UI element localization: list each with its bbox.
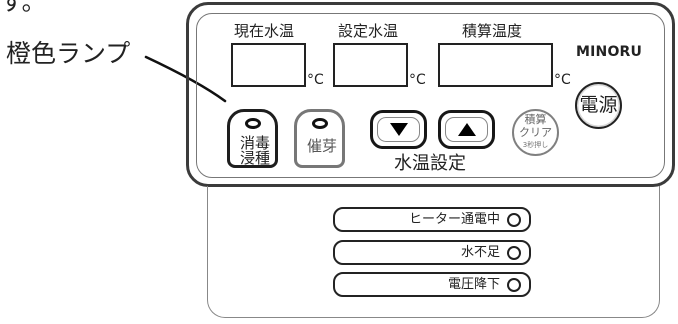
lower-panel-frame bbox=[207, 186, 660, 318]
heater-indicator-lamp bbox=[507, 212, 521, 227]
disinfection-soaking-label: 消毒 浸種 bbox=[239, 134, 270, 168]
water-temp-down-button[interactable] bbox=[370, 110, 427, 149]
brand-logo-text: MINORU bbox=[576, 44, 643, 60]
germination-lamp bbox=[312, 118, 328, 129]
down-arrow-icon bbox=[389, 123, 408, 136]
current-water-temp-label: 現在水温 bbox=[234, 22, 295, 40]
germination-button[interactable]: 催芽 bbox=[294, 109, 345, 168]
cumulative-clear-mid-label: クリア bbox=[519, 126, 552, 139]
device-panel-outer bbox=[186, 2, 675, 187]
cumulative-temp-display bbox=[438, 43, 553, 87]
cumulative-temp-label: 積算温度 bbox=[462, 22, 523, 40]
orange-lamp-callout-label: 橙色ランプ bbox=[6, 39, 131, 68]
orange-lamp bbox=[245, 118, 261, 129]
current-temp-display bbox=[231, 43, 306, 87]
cumulative-clear-button[interactable]: 積算 クリア 3秒押し bbox=[512, 109, 559, 156]
cumulative-clear-top-label: 積算 bbox=[524, 113, 547, 126]
water-temp-setting-label: 水温設定 bbox=[394, 153, 466, 174]
water-temp-up-inner bbox=[445, 117, 488, 142]
indicator-water-shortage: 水不足 bbox=[333, 240, 531, 265]
indicator-water-shortage-label: 水不足 bbox=[460, 245, 500, 260]
current-temp-unit: °C bbox=[307, 72, 324, 88]
up-arrow-icon bbox=[457, 123, 476, 136]
device-panel-inner bbox=[196, 13, 665, 178]
indicator-voltage-drop: 電圧降下 bbox=[333, 272, 531, 297]
water-temp-up-button[interactable] bbox=[438, 110, 495, 149]
indicator-heater-on: ヒーター通電中 bbox=[333, 207, 531, 232]
germination-button-label: 催芽 bbox=[306, 137, 337, 155]
indicator-heater-on-label: ヒーター通電中 bbox=[408, 212, 500, 227]
disinfection-soaking-button[interactable]: 消毒 浸種 bbox=[227, 109, 278, 168]
set-temp-unit: °C bbox=[409, 72, 426, 88]
set-temp-display bbox=[333, 43, 408, 87]
power-button[interactable]: 電源 bbox=[575, 82, 622, 129]
cumulative-temp-unit: °C bbox=[554, 72, 571, 88]
power-button-label: 電源 bbox=[579, 94, 618, 116]
set-water-temp-label: 設定水温 bbox=[338, 22, 399, 40]
top-text-fragment: す。 bbox=[0, 0, 46, 16]
cumulative-clear-bottom-label: 3秒押し bbox=[522, 141, 549, 149]
voltage-drop-indicator-lamp bbox=[507, 277, 521, 292]
indicator-voltage-drop-label: 電圧降下 bbox=[447, 277, 500, 292]
water-temp-down-inner bbox=[377, 117, 420, 142]
water-shortage-indicator-lamp bbox=[507, 245, 521, 260]
